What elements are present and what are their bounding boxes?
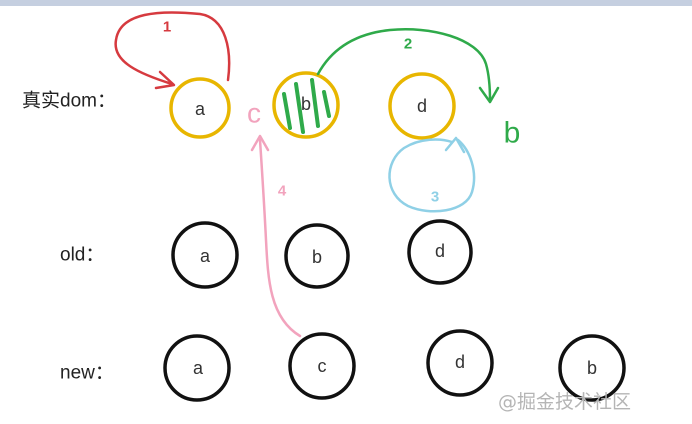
old-node-b: b	[284, 223, 350, 289]
old-node-d-label: d	[435, 241, 445, 261]
step4-arrow: 4 c	[247, 98, 302, 338]
step2-label: 2	[404, 36, 412, 53]
step3-arrow: 3	[388, 136, 476, 213]
real-dom-node-a: a	[169, 77, 231, 139]
new-node-c: c	[288, 332, 356, 400]
new-node-a: a	[163, 334, 231, 402]
new-node-b: b	[558, 334, 626, 402]
new-node-b-label: b	[587, 358, 597, 378]
row-label-real-dom: 真实dom：	[22, 90, 116, 112]
watermark: @掘金技术社区	[498, 391, 631, 413]
real-dom-node-a-label: a	[195, 99, 206, 119]
real-dom-node-b-label: b	[301, 94, 311, 114]
real-dom-node-d: d	[388, 72, 456, 140]
new-node-c-label: c	[318, 356, 327, 376]
step4-label: 4	[278, 183, 287, 200]
old-node-d: d	[407, 219, 473, 285]
old-node-a-label: a	[200, 246, 211, 266]
removed-hatching	[282, 78, 331, 134]
new-node-d: d	[426, 329, 494, 397]
real-dom-node-d-label: d	[417, 96, 427, 116]
row-label-old: old：	[60, 245, 104, 266]
top-strip	[0, 0, 692, 6]
new-node-a-label: a	[193, 358, 204, 378]
step1-label: 1	[163, 19, 171, 36]
row-label-new: new：	[60, 363, 114, 384]
inserted-c-letter: c	[247, 98, 261, 129]
real-dom-node-b: b	[272, 71, 340, 139]
moved-b-letter: b	[504, 117, 521, 150]
new-node-d-label: d	[455, 352, 465, 372]
step3-label: 3	[431, 189, 439, 206]
old-node-b-label: b	[312, 247, 322, 267]
old-node-a: a	[171, 221, 239, 289]
step1-arrow: 1	[114, 11, 231, 90]
step2-arrow: 2 b	[316, 28, 521, 150]
